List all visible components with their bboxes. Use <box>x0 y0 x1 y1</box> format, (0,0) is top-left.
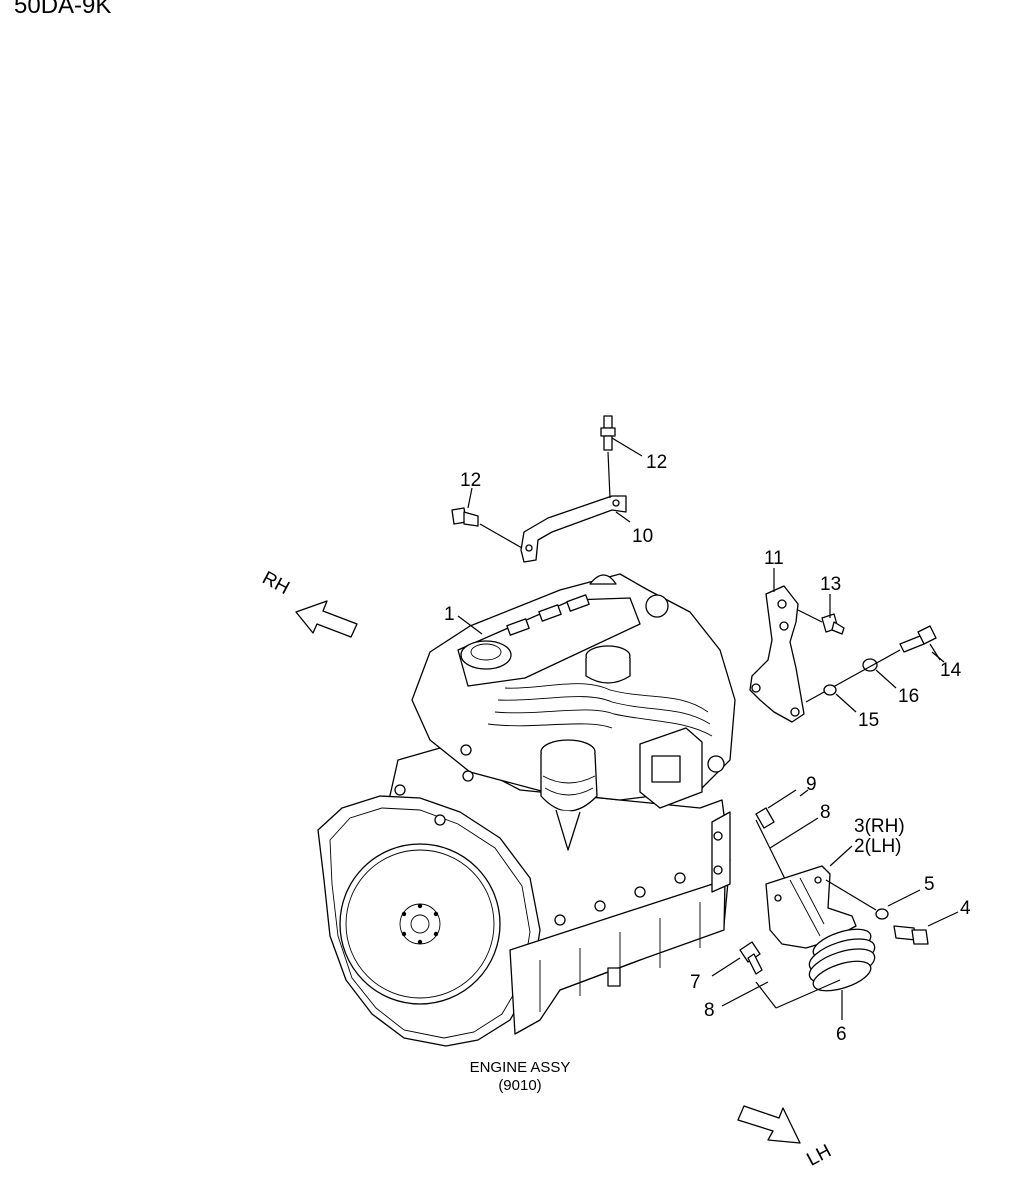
assembly-name: ENGINE ASSY <box>470 1059 571 1076</box>
washer-16 <box>805 649 901 703</box>
engine-assy <box>317 573 736 1047</box>
bolt-12-side <box>451 507 523 549</box>
bolt-12-top <box>600 415 616 499</box>
washer-5 <box>825 879 889 920</box>
callout-14: 14 <box>940 660 962 681</box>
rubber-mount-6 <box>808 928 876 992</box>
lh-direction-arrow: LH <box>737 1105 835 1171</box>
callout-8-upper: 8 <box>820 802 831 823</box>
bolt-13 <box>797 609 845 635</box>
callout-1: 1 <box>444 604 455 625</box>
callout-12-top: 12 <box>646 452 667 473</box>
callout-10: 10 <box>632 526 653 547</box>
bolt-4 <box>893 925 929 945</box>
mount-bracket-2-3 <box>765 865 857 949</box>
callout-7: 7 <box>690 972 701 993</box>
assembly-ref: (9010) <box>498 1077 541 1094</box>
washer-15 <box>823 684 837 696</box>
callout-2-lh: 2(LH) <box>854 836 902 857</box>
callout-5: 5 <box>924 874 935 895</box>
callout-12-side: 12 <box>460 470 481 491</box>
lh-label: LH <box>804 1141 835 1171</box>
callout-13: 13 <box>820 574 841 595</box>
bracket-10 <box>520 495 627 563</box>
model-title: 50DA-9K <box>14 0 112 19</box>
callout-16: 16 <box>898 686 919 707</box>
bolt-7 <box>739 941 763 975</box>
bracket-11 <box>749 585 805 723</box>
bolt-14 <box>899 625 941 661</box>
callout-8-lower: 8 <box>704 1000 715 1021</box>
callout-11: 11 <box>764 548 784 569</box>
callout-15: 15 <box>858 710 879 731</box>
callout-6: 6 <box>836 1024 847 1045</box>
leader-lines <box>457 437 959 1020</box>
callout-3-rh: 3(RH) <box>854 816 905 837</box>
callout-9: 9 <box>806 774 817 795</box>
callout-4: 4 <box>960 898 971 919</box>
rh-direction-arrow: RH <box>259 568 358 638</box>
rh-label: RH <box>259 568 293 599</box>
